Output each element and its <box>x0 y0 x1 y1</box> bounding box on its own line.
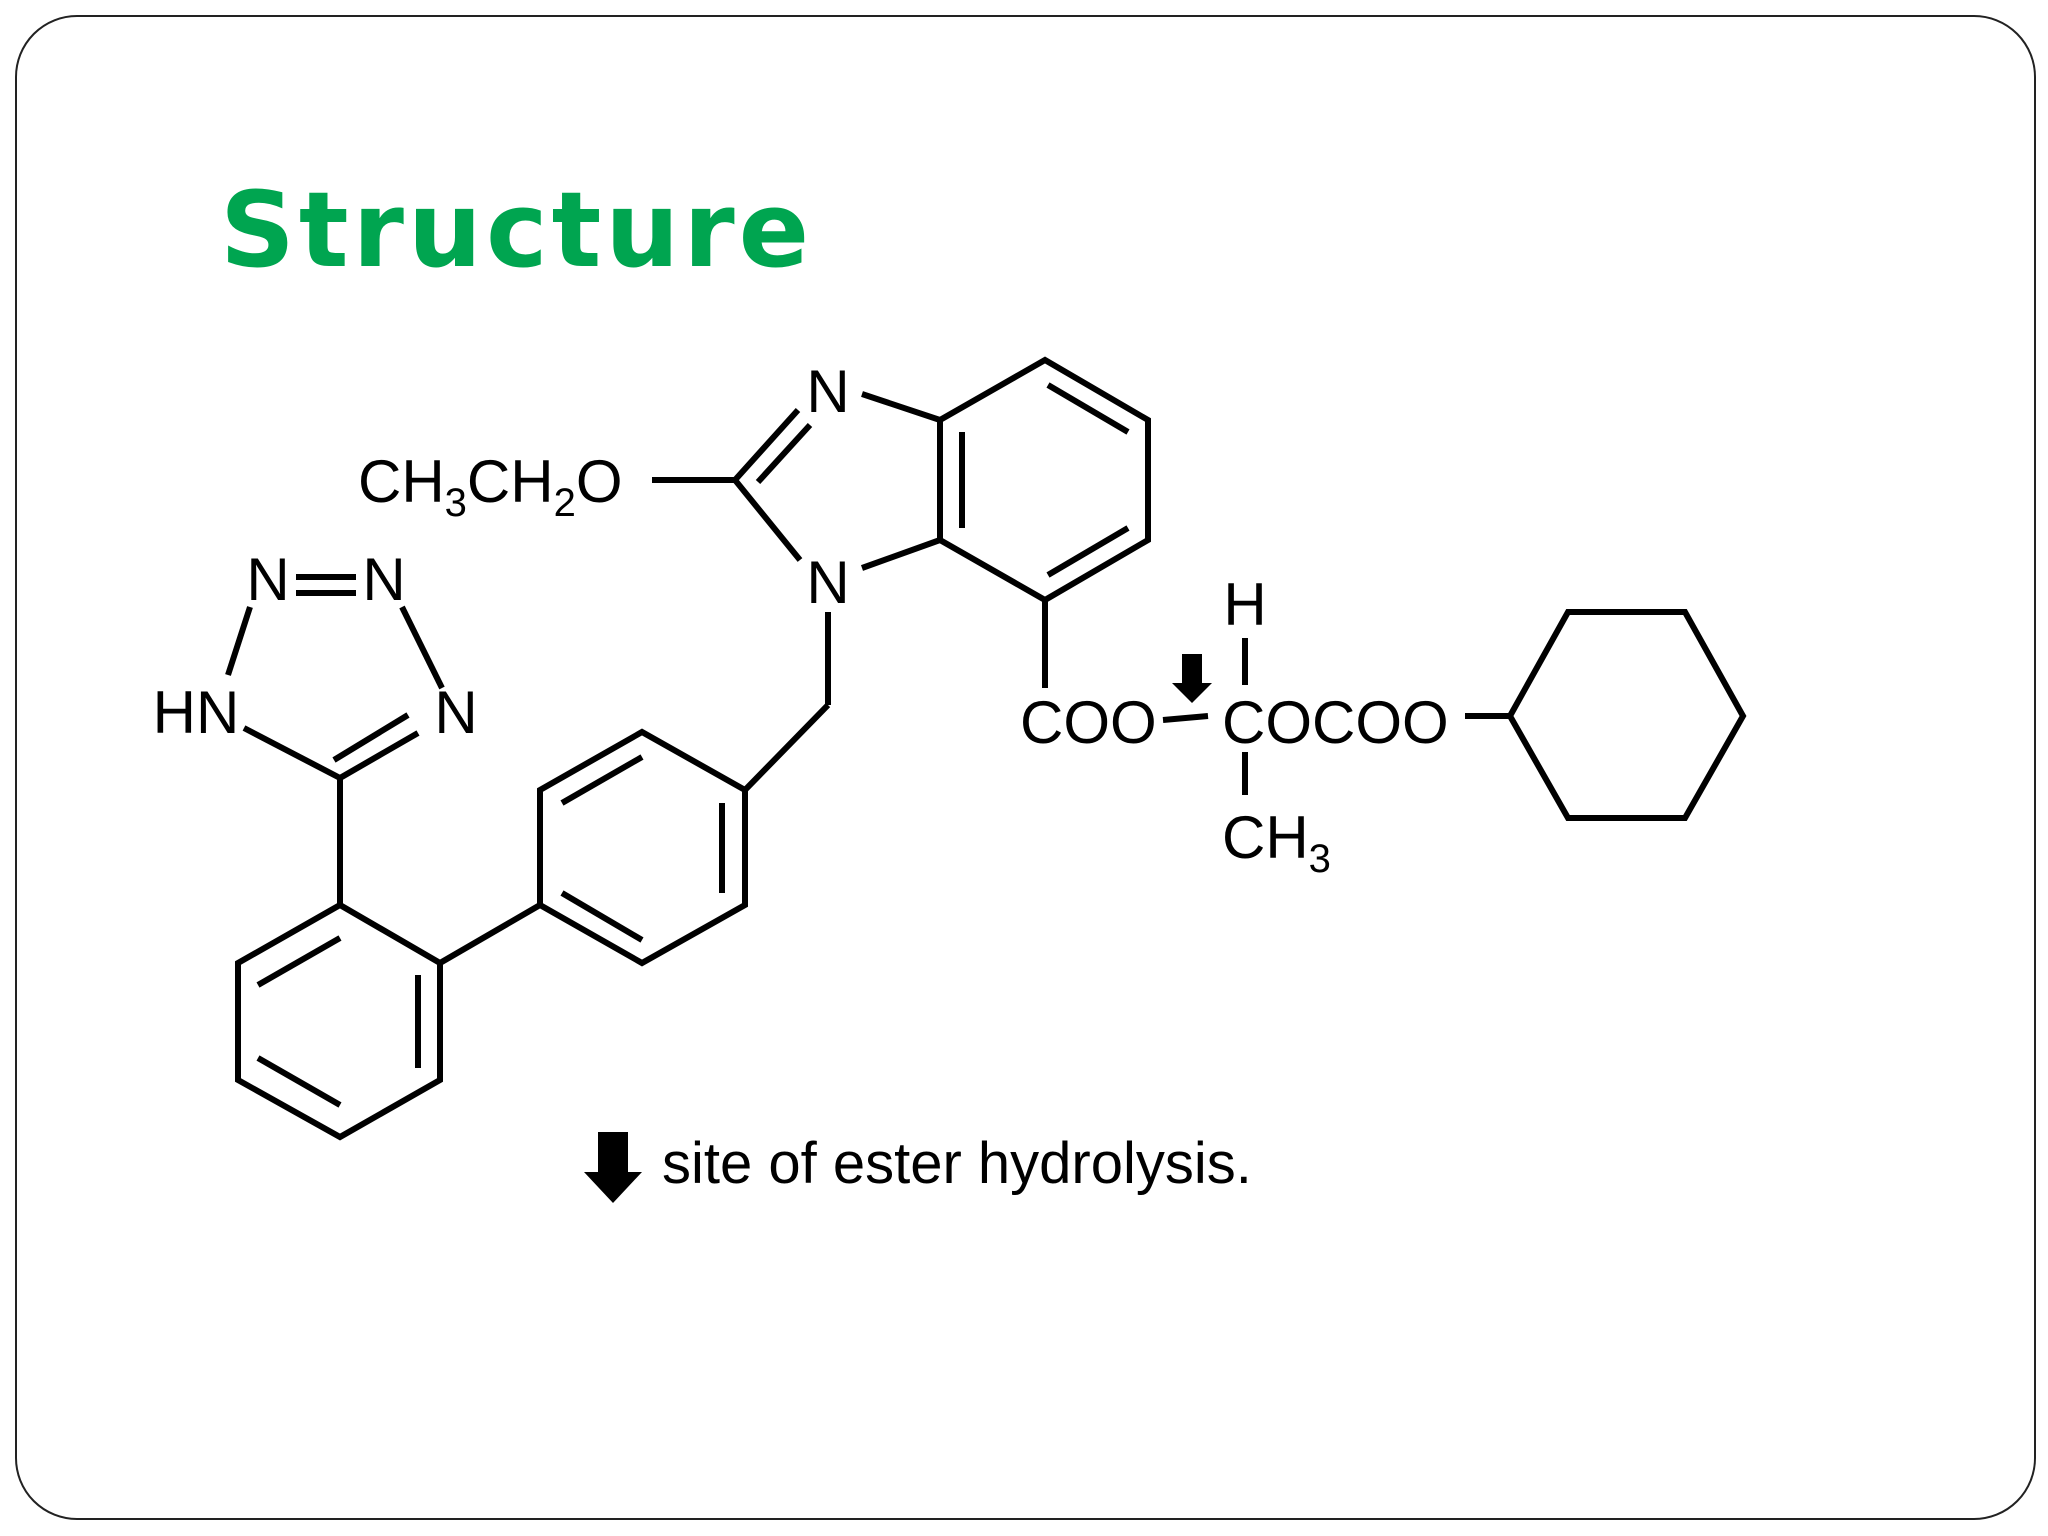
chiral-chain: COCOO <box>1222 689 1449 756</box>
ester-coo: COO <box>1020 689 1157 756</box>
imidazole-ring: N N <box>732 358 943 616</box>
legend-text: site of ester hydrolysis. <box>662 1131 1252 1196</box>
chiral-methyl: CH3 <box>1222 804 1331 881</box>
ethoxy-group: CH3CH2O <box>358 448 623 525</box>
upper-phenyl-ring <box>537 728 748 967</box>
down-arrow-icon <box>584 1132 642 1203</box>
tetrazole-n2: N <box>362 546 405 613</box>
tetrazole-hn: HN <box>153 679 240 746</box>
legend: site of ester hydrolysis. <box>584 1131 1252 1203</box>
lower-phenyl-ring <box>235 901 443 1141</box>
benzo-ring <box>938 356 1151 604</box>
cyclohexane-ring <box>1506 609 1747 821</box>
imidazole-n-bottom: N <box>806 549 849 616</box>
methylene-bond-1 <box>742 702 831 793</box>
tetrazole-n1: N <box>246 546 289 613</box>
tetrazole-n3: N <box>434 679 477 746</box>
slide-frame <box>15 15 2036 1520</box>
imidazole-n-top: N <box>806 358 849 425</box>
biphenyl-bond <box>438 902 542 966</box>
chiral-h: H <box>1223 571 1266 638</box>
slide-title: Structure <box>220 169 814 291</box>
hydrolysis-arrow-icon <box>1172 654 1212 703</box>
tetrazole-ring: N N N HN <box>153 546 478 781</box>
ester-o-chiral-bond <box>1162 713 1209 723</box>
